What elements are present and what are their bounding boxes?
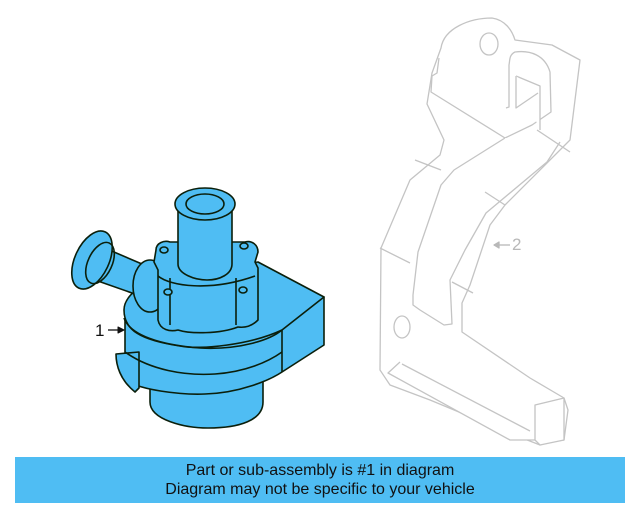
callout-label-1: 1 [95, 321, 105, 340]
water-pump-part-1 [70, 187, 325, 429]
banner-line-part-number: Part or sub-assembly is #1 in diagram [185, 462, 455, 479]
info-banner: Part or sub-assembly is #1 in diagram Di… [15, 457, 625, 503]
callout-label-2: 2 [512, 235, 522, 254]
bracket-part-2 [379, 17, 581, 446]
banner-line-disclaimer: Diagram may not be specific to your vehi… [165, 481, 475, 498]
